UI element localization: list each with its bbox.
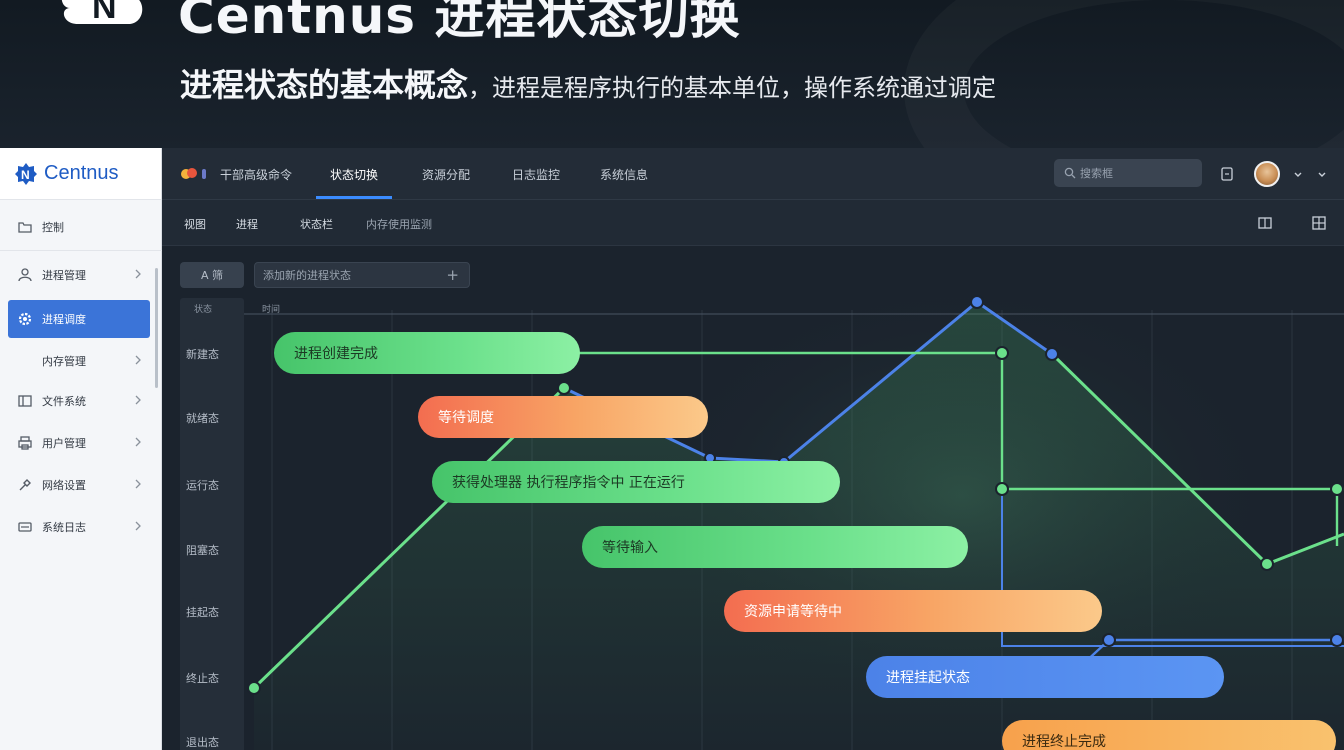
row-label-running: 运行态 (186, 479, 219, 492)
chevron-right-icon (135, 521, 141, 531)
chevron-right-icon (135, 437, 141, 447)
window-icon (16, 392, 34, 410)
sidebar-item-network[interactable]: 网络设置 (8, 466, 150, 504)
plus-icon[interactable]: + (446, 266, 459, 284)
sidebar-item-label: 内存管理 (42, 355, 86, 368)
chevron-down-icon[interactable] (1312, 163, 1334, 185)
state-timeline-chart: A 筛 添加新的进程状态 + 状态 时间 新建态 就绪态 运行态 阻塞态 挂起态… (162, 246, 1344, 750)
state-bar-ready[interactable]: 等待调度 (418, 396, 708, 438)
grid-icon[interactable] (1308, 212, 1330, 234)
sidebar-item-memory[interactable]: 内存管理 (8, 342, 150, 380)
row-label-ready: 就绪态 (186, 412, 219, 425)
banner-subtitle: 进程状态的基本概念，进程是程序执行的基本单位，操作系统通过调定 (180, 60, 996, 106)
state-bar-blocked[interactable]: 等待输入 (582, 526, 968, 568)
banner: N Centnus 进程状态切换 进程状态的基本概念，进程是程序执行的基本单位，… (0, 0, 1344, 148)
notes-icon[interactable] (1216, 163, 1238, 185)
green-series-line (252, 386, 566, 690)
card-icon (16, 518, 34, 536)
sidebar-item-users[interactable]: 用户管理 (8, 424, 150, 462)
tools-icon (16, 476, 34, 494)
sidebar-scrollbar[interactable] (155, 268, 158, 388)
chevron-right-icon (135, 395, 141, 405)
filter-button[interactable]: A 筛 (180, 262, 244, 288)
sidebar-item-filesystem[interactable]: 文件系统 (8, 382, 150, 420)
main-area: 干部高级命令 状态切换 资源分配 日志监控 系统信息 搜索框 视图 (162, 148, 1344, 750)
state-bar-running[interactable]: 获得处理器 执行程序指令中 正在运行 (432, 461, 840, 503)
nav-item-commands[interactable]: 干部高级命令 (220, 168, 293, 182)
add-process-placeholder: 添加新的进程状态 (263, 269, 351, 282)
sidebar-divider (0, 250, 162, 251)
chevron-down-icon[interactable] (1288, 163, 1310, 185)
sidebar-item-label: 控制 (42, 221, 64, 234)
green-connector-line (562, 351, 1344, 491)
sidebar-item-label: 进程管理 (42, 269, 86, 282)
centnus-logo-icon: N (61, 0, 143, 26)
search-placeholder: 搜索框 (1080, 167, 1113, 180)
sidebar-item-logs[interactable]: 系统日志 (8, 508, 150, 546)
sidebar-item-control[interactable]: 控制 (8, 208, 150, 246)
printer-icon (16, 434, 34, 452)
sidebar-item-label: 系统日志 (42, 521, 86, 534)
search-icon (1064, 167, 1076, 179)
brand-logo-icon: N (15, 162, 37, 185)
row-label-exit: 退出态 (186, 736, 219, 749)
sub-nav: 视图 进程 状态栏 内存使用监测 (162, 200, 1344, 246)
column-header-state: 状态 (194, 305, 213, 315)
chevron-right-icon (135, 269, 141, 279)
nav-item-state-switch[interactable]: 状态切换 (330, 168, 379, 182)
svg-text:N: N (92, 0, 117, 26)
subnav-item-memory-monitor[interactable]: 内存使用监测 (366, 218, 432, 231)
banner-subtitle-rest: ，进程是程序执行的基本单位，操作系统通过调定 (468, 74, 997, 102)
sidebar-item-label: 用户管理 (42, 437, 86, 450)
state-bar-exit[interactable]: 进程终止完成 (1002, 720, 1336, 750)
state-label-column (180, 298, 244, 750)
row-label-blocked: 阻塞态 (186, 544, 219, 557)
row-label-new: 新建态 (186, 348, 219, 361)
row-label-suspended: 挂起态 (186, 606, 219, 619)
nav-item-resources[interactable]: 资源分配 (422, 168, 471, 182)
brand-name: Centnus (44, 162, 119, 184)
nav-item-sysinfo[interactable]: 系统信息 (600, 168, 649, 182)
state-bar-suspended[interactable]: 资源申请等待中 (724, 590, 1102, 632)
sidebar: N Centnus 控制 进程管理 进程调度 内存管理 文件系统 (0, 148, 162, 750)
subnav-item-statusbar[interactable]: 状态栏 (300, 218, 333, 231)
search-input[interactable]: 搜索框 (1054, 159, 1202, 187)
user-avatar[interactable] (1254, 161, 1280, 187)
state-bar-terminated[interactable]: 进程挂起状态 (866, 656, 1224, 698)
column-header-time: 时间 (262, 305, 281, 315)
app-logo-icon (181, 168, 206, 179)
sidebar-item-label: 进程调度 (42, 313, 86, 326)
subnav-item-view[interactable]: 视图 (184, 218, 206, 231)
banner-title: Centnus 进程状态切换 (178, 0, 741, 45)
banner-subtitle-bold: 进程状态的基本概念 (180, 66, 469, 104)
subnav-item-process[interactable]: 进程 (236, 218, 258, 231)
chevron-right-icon (135, 355, 141, 365)
top-nav: 干部高级命令 状态切换 资源分配 日志监控 系统信息 搜索框 (162, 148, 1344, 200)
user-icon (16, 266, 34, 284)
sidebar-item-scheduling[interactable]: 进程调度 (8, 300, 150, 338)
row-label-terminated: 终止态 (186, 672, 219, 685)
add-process-input[interactable]: 添加新的进程状态 + (254, 262, 470, 288)
nav-active-indicator (316, 196, 392, 199)
brand[interactable]: N Centnus (0, 148, 161, 200)
svg-text:N: N (21, 168, 30, 182)
nav-item-monitor[interactable]: 日志监控 (512, 168, 561, 182)
book-icon[interactable] (1254, 212, 1276, 234)
folder-icon (16, 218, 34, 236)
gear-icon (16, 310, 34, 328)
sidebar-item-label: 网络设置 (42, 479, 86, 492)
chevron-right-icon (135, 479, 141, 489)
sidebar-item-label: 文件系统 (42, 395, 86, 408)
state-bar-new[interactable]: 进程创建完成 (274, 332, 580, 374)
sidebar-item-process[interactable]: 进程管理 (8, 256, 150, 294)
